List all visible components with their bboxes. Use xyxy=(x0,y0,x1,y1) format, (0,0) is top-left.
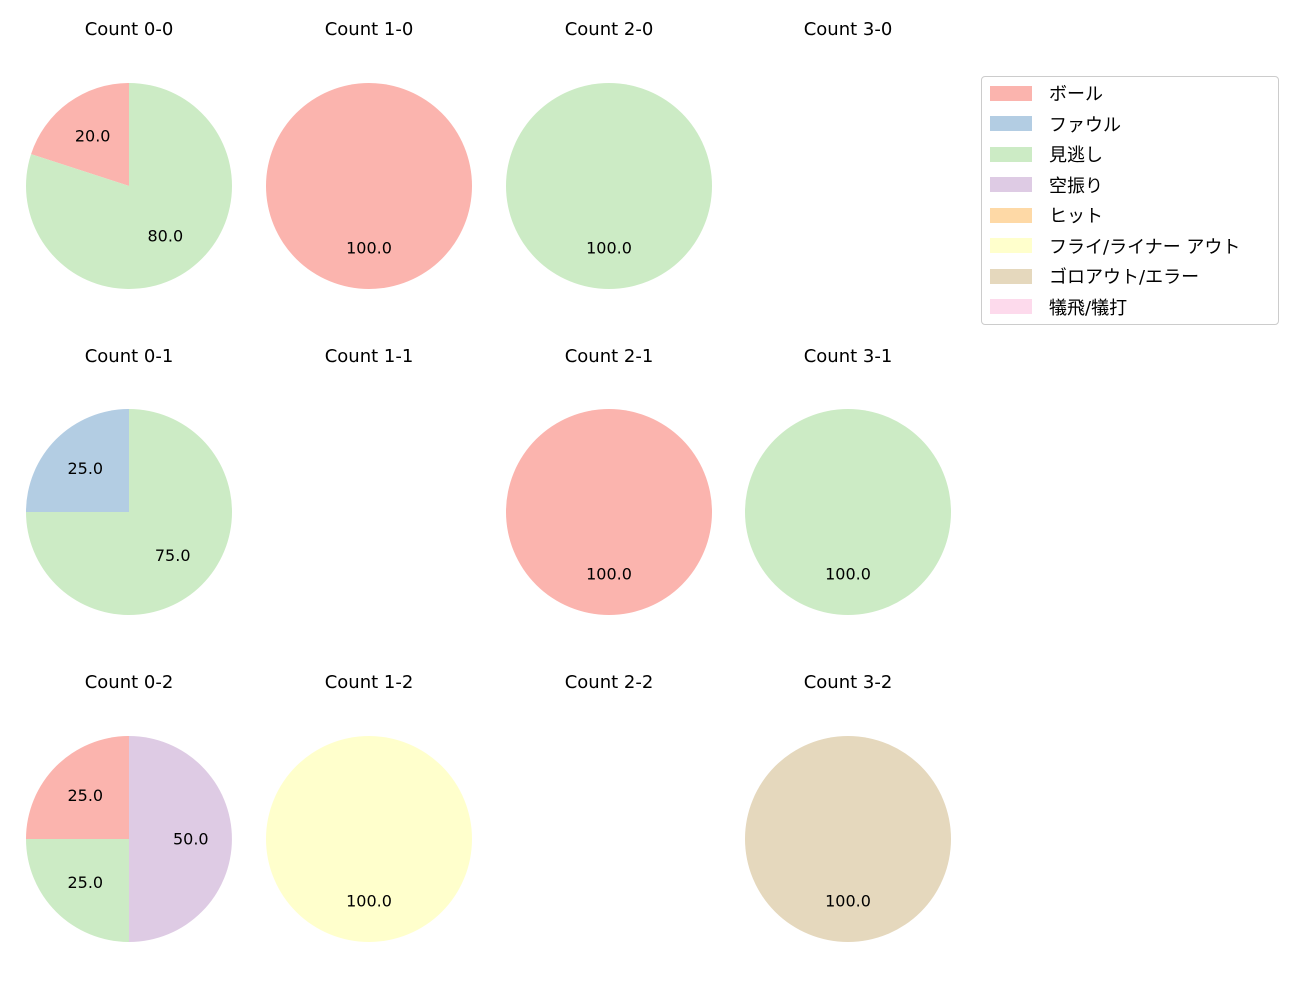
legend-item: ヒット xyxy=(990,204,1103,227)
legend-label: ヒット xyxy=(1049,206,1103,227)
legend-item: ファウル xyxy=(990,113,1121,136)
legend-label: 空振り xyxy=(1049,175,1103,197)
pie-subplot: Count 2-2 xyxy=(565,672,654,693)
subplot-title: Count 2-1 xyxy=(565,346,654,367)
legend-item: 見逃し xyxy=(990,143,1103,166)
pie-subplot: Count 3-0 xyxy=(804,19,893,40)
legend-label: フライ/ライナー アウト xyxy=(1049,236,1241,258)
pie-slice xyxy=(26,839,129,942)
pie-slice xyxy=(129,736,232,942)
pie-slice xyxy=(31,83,129,186)
pie-subplot: Count 1-0 100.0 xyxy=(266,19,472,289)
pie-slice xyxy=(745,736,951,942)
pie-subplot: Count 1-2 100.0 xyxy=(266,672,472,942)
slice-percent-label: 100.0 xyxy=(586,564,632,583)
legend-swatch xyxy=(990,238,1032,253)
slice-percent-label: 80.0 xyxy=(148,226,184,245)
subplot-title: Count 3-1 xyxy=(804,346,893,367)
legend-label: ボール xyxy=(1049,84,1103,105)
legend-item: フライ/ライナー アウト xyxy=(990,235,1241,258)
slice-percent-label: 100.0 xyxy=(586,238,632,257)
pie-slice xyxy=(506,83,712,289)
pie-subplot: Count 0-0 20.0 80.0 xyxy=(26,19,233,289)
subplot-title: Count 2-2 xyxy=(565,672,654,693)
legend-swatch xyxy=(990,85,1032,101)
pie-slice xyxy=(26,736,129,839)
subplot-title: Count 1-1 xyxy=(325,346,414,367)
slice-percent-label: 75.0 xyxy=(155,546,191,565)
legend-label: ファウル xyxy=(1049,114,1121,136)
pie-slice xyxy=(26,409,129,512)
slice-percent-label: 100.0 xyxy=(346,891,392,910)
pie-subplot: Count 1-1 xyxy=(325,346,414,367)
subplot-title: Count 3-0 xyxy=(804,19,893,40)
pie-subplot: Count 0-2 25.0 25.0 50.0 xyxy=(26,672,232,942)
pie-subplot: Count 3-1 100.0 xyxy=(745,346,951,615)
pie-subplot: Count 0-1 25.0 75.0 xyxy=(26,346,232,615)
legend-swatch xyxy=(990,299,1032,314)
pie-subplot: Count 3-2 100.0 xyxy=(745,672,951,942)
slice-percent-label: 100.0 xyxy=(346,238,392,257)
legend-item: 犠飛/犠打 xyxy=(990,296,1128,319)
slice-percent-label: 20.0 xyxy=(75,127,111,146)
legend-label: 犠飛/犠打 xyxy=(1049,297,1128,319)
slice-percent-label: 100.0 xyxy=(825,891,871,910)
slice-percent-label: 25.0 xyxy=(67,786,103,805)
subplot-title: Count 1-0 xyxy=(325,19,414,40)
pie-slice xyxy=(266,83,472,289)
slice-percent-label: 25.0 xyxy=(67,459,103,478)
subplot-title: Count 1-2 xyxy=(325,672,414,693)
legend-item: 空振り xyxy=(990,174,1103,197)
pie-slice xyxy=(506,409,712,615)
subplot-title: Count 3-2 xyxy=(804,672,893,693)
legend: ボールファウル見逃し空振りヒットフライ/ライナー アウトゴロアウト/エラー犠飛/… xyxy=(981,76,1279,325)
legend-swatch xyxy=(990,146,1032,162)
subplot-title: Count 0-2 xyxy=(85,672,174,693)
slice-percent-label: 100.0 xyxy=(825,564,871,583)
legend-item: ゴロアウト/エラー xyxy=(990,265,1200,288)
subplot-title: Count 0-1 xyxy=(85,346,174,367)
legend-item: ボール xyxy=(990,82,1103,105)
pie-slice xyxy=(266,736,472,942)
subplot-title: Count 2-0 xyxy=(565,19,654,40)
legend-swatch xyxy=(990,177,1032,192)
slice-percent-label: 25.0 xyxy=(67,873,103,892)
pie-subplot: Count 2-0 100.0 xyxy=(506,19,712,289)
legend-label: ゴロアウト/エラー xyxy=(1049,267,1200,288)
legend-swatch xyxy=(990,116,1032,131)
legend-label: 見逃し xyxy=(1049,145,1103,166)
pie-slice xyxy=(26,409,232,615)
pie-slice xyxy=(745,409,951,615)
slice-percent-label: 50.0 xyxy=(173,830,209,849)
subplot-title: Count 0-0 xyxy=(85,19,174,40)
pie-subplot: Count 2-1 100.0 xyxy=(506,346,712,615)
pie-slice xyxy=(26,83,233,289)
legend-swatch xyxy=(990,207,1032,223)
legend-swatch xyxy=(990,268,1032,284)
